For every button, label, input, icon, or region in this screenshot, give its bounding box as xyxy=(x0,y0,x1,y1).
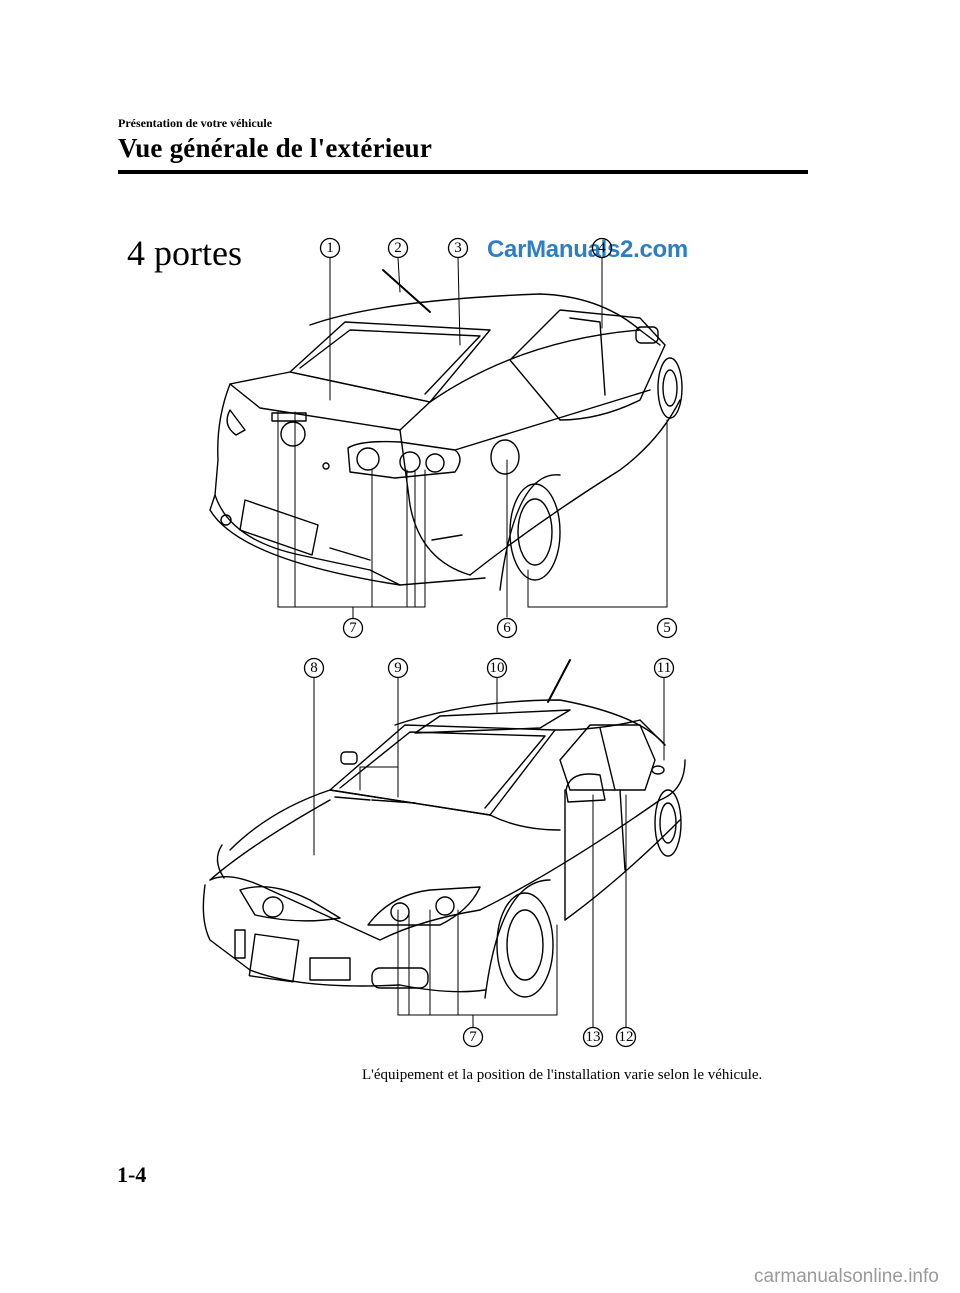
front-leader-lines xyxy=(313,677,665,1028)
callout-rear-1: 1 xyxy=(319,237,341,259)
page-number: 1-4 xyxy=(117,1162,147,1187)
svg-text:7: 7 xyxy=(469,1029,477,1045)
callout-rear-3: 3 xyxy=(447,237,469,259)
svg-text:7: 7 xyxy=(349,620,357,636)
callout-front-13: 13 xyxy=(582,1026,604,1048)
svg-text:8: 8 xyxy=(310,660,318,676)
callout-rear-7: 7 xyxy=(342,617,364,639)
callout-front-8: 8 xyxy=(303,657,325,679)
svg-text:4: 4 xyxy=(598,240,606,256)
svg-text:3: 3 xyxy=(454,240,462,256)
callout-rear-4: 4 xyxy=(591,237,613,259)
svg-text:13: 13 xyxy=(586,1029,601,1045)
callouts-front: 7 8 9 10 11 12 13 xyxy=(303,657,675,1048)
watermark-logo: CarManuals2.com xyxy=(487,236,688,263)
rear-leader-lines xyxy=(277,257,668,619)
callout-front-11: 11 xyxy=(653,657,675,679)
title-rule xyxy=(118,170,808,174)
variant-label: 4 portes xyxy=(127,233,242,273)
callout-front-10: 10 xyxy=(486,657,508,679)
svg-text:10: 10 xyxy=(490,660,505,676)
svg-text:6: 6 xyxy=(503,620,511,636)
callouts-rear: 1 2 3 4 5 6 7 xyxy=(319,237,678,639)
section-label: Présentation de votre véhicule xyxy=(118,116,273,130)
callout-rear-5: 5 xyxy=(656,617,678,639)
page-title: Vue générale de l'extérieur xyxy=(118,133,433,163)
svg-text:11: 11 xyxy=(657,660,671,676)
callout-front-9: 9 xyxy=(387,657,409,679)
callout-rear-2: 2 xyxy=(387,237,409,259)
svg-text:2: 2 xyxy=(394,240,402,256)
rear-car-drawing xyxy=(209,269,683,591)
callout-rear-6: 6 xyxy=(496,617,518,639)
watermark-footer: carmanualsonline.info xyxy=(754,1266,939,1287)
callout-front-12: 12 xyxy=(615,1026,637,1048)
callout-front-7: 7 xyxy=(462,1026,484,1048)
svg-text:5: 5 xyxy=(663,620,671,636)
caption: L'équipement et la position de l'install… xyxy=(362,1067,763,1083)
svg-text:1: 1 xyxy=(326,240,334,256)
front-car-drawing xyxy=(202,659,686,999)
svg-text:12: 12 xyxy=(619,1029,634,1045)
svg-text:9: 9 xyxy=(394,660,402,676)
